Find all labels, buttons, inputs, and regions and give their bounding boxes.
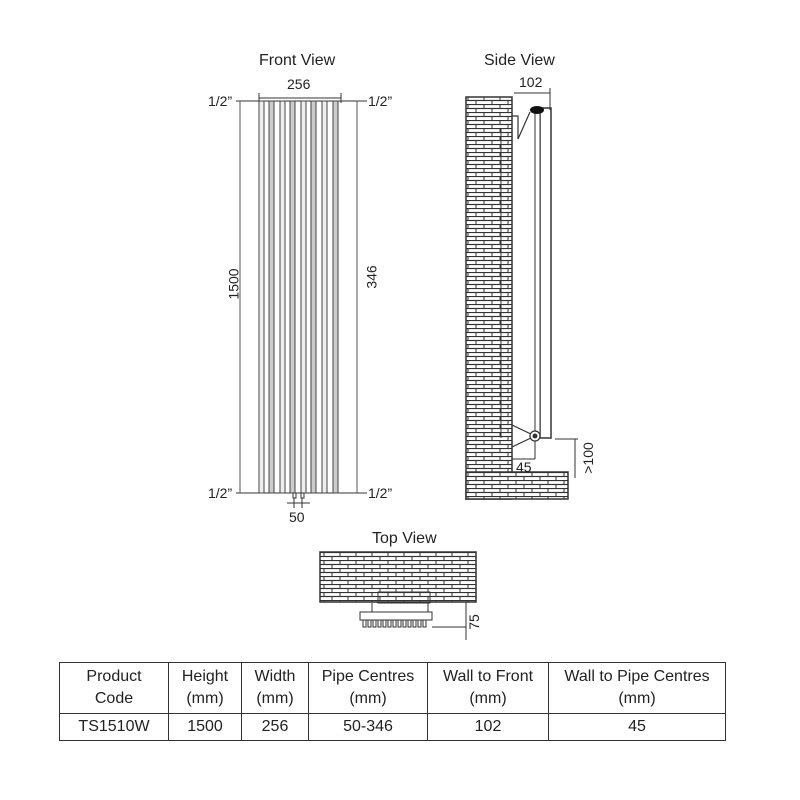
connection-bottom-right-label: 1/2” xyxy=(368,485,393,501)
cell-wall-to-pipe-centres: 45 xyxy=(548,713,726,741)
wall-to-front-label: 102 xyxy=(519,74,543,90)
header-width: Width(mm) xyxy=(241,662,309,714)
cell-product-code: TS1510W xyxy=(59,713,169,741)
table-row: TS1510W 1500 256 50-346 102 45 xyxy=(59,713,726,741)
header-wall-to-front: Wall to Front(mm) xyxy=(427,662,549,714)
top-depth-label: 75 xyxy=(465,614,482,630)
pipe-spacing-label: 50 xyxy=(289,509,305,525)
connection-bottom-left-label: 1/2” xyxy=(208,485,233,501)
front-view-drawing xyxy=(236,93,367,508)
front-view-title: Front View xyxy=(259,52,336,69)
cell-height: 1500 xyxy=(168,713,242,741)
connection-top-right-label: 1/2” xyxy=(368,93,393,109)
side-view-drawing xyxy=(465,88,578,500)
connection-top-left-label: 1/2” xyxy=(208,93,233,109)
front-height-label: 1500 xyxy=(225,268,242,300)
cell-wall-to-front: 102 xyxy=(427,713,549,741)
header-pipe-centres: Pipe Centres(mm) xyxy=(308,662,428,714)
front-width-label: 256 xyxy=(287,76,311,92)
side-view-title: Side View xyxy=(484,52,555,69)
top-view-drawing xyxy=(319,551,477,640)
pipe-centres-label: 346 xyxy=(363,265,380,289)
header-wall-to-pipe-centres: Wall to Pipe Centres(mm) xyxy=(548,662,726,714)
cell-pipe-centres: 50-346 xyxy=(308,713,428,741)
header-height: Height(mm) xyxy=(168,662,242,714)
cell-width: 256 xyxy=(241,713,309,741)
floor-clearance-label: >100 xyxy=(579,442,596,474)
wall-to-pipe-label: 45 xyxy=(516,459,532,475)
top-view-title: Top View xyxy=(372,530,437,547)
